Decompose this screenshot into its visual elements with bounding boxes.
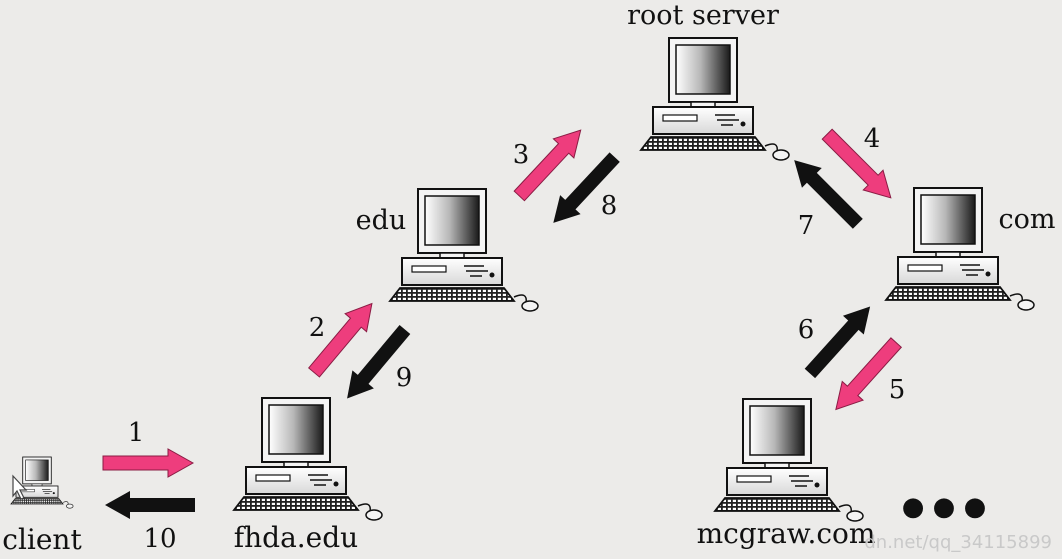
label-com: com [999, 204, 1056, 235]
label-fhda-edu: fhda.edu [234, 521, 358, 554]
mcgraw-computer-icon [714, 398, 864, 522]
step-1-arrow-icon [102, 448, 194, 478]
step-number-7: 7 [798, 211, 815, 241]
cursor-icon [12, 474, 28, 500]
step-number-1: 1 [128, 418, 145, 448]
fhda-computer-icon [233, 397, 383, 521]
step-number-10: 10 [143, 524, 176, 554]
edu-computer-icon [389, 188, 539, 312]
label-client: client [2, 523, 82, 556]
client-computer-icon [10, 456, 74, 509]
label-mcgraw-com: mcgraw.com [697, 517, 876, 550]
root-server-computer-icon [640, 37, 790, 161]
label-root-server: root server [627, 0, 779, 31]
step-number-8: 8 [601, 191, 618, 221]
more-servers-ellipsis: ● ● ● [902, 492, 987, 522]
step-number-4: 4 [864, 124, 881, 154]
step-10-arrow-icon [105, 491, 195, 519]
step-number-3: 3 [513, 140, 530, 170]
step-number-2: 2 [309, 313, 326, 343]
step-number-5: 5 [889, 375, 906, 405]
watermark-text: dn.net/qq_34115899 [864, 532, 1052, 553]
step-number-9: 9 [396, 363, 413, 393]
step-number-6: 6 [798, 315, 815, 345]
label-edu: edu [356, 205, 407, 236]
